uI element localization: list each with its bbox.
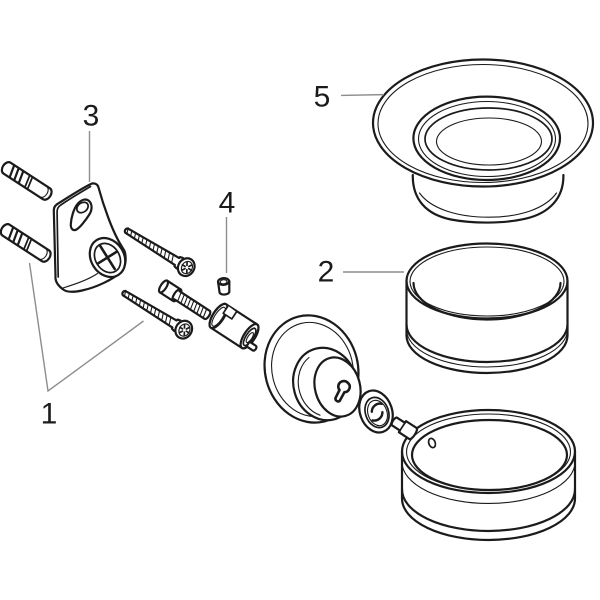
wall-anchor-bottom (0, 223, 52, 263)
bracket-socket (88, 236, 127, 279)
threaded-rod (157, 279, 212, 321)
screw-top (123, 227, 196, 278)
wall-anchor-top (0, 161, 53, 201)
ring-drain-hole (427, 437, 437, 449)
holder-ring (400, 408, 577, 542)
label-part-1: 1 (41, 398, 58, 431)
keyhole-cutout (334, 379, 351, 403)
label-part-5: 5 (314, 81, 331, 114)
mount-barrel (208, 302, 260, 350)
leader-line-1 (28, 262, 144, 393)
escutcheon (263, 314, 362, 424)
cap-part-4 (216, 277, 231, 296)
label-part-4: 4 (219, 187, 236, 220)
label-part-2: 2 (318, 256, 335, 289)
screw-bottom (121, 289, 194, 340)
part-labels: 1 2 3 4 5 (41, 81, 335, 431)
bracket-hole (69, 198, 93, 232)
wall-bracket (52, 182, 127, 293)
barrel-pin (245, 340, 258, 352)
label-part-3: 3 (83, 100, 100, 133)
parts-lineart (0, 58, 595, 542)
soap-dish (371, 58, 595, 224)
washer (358, 389, 394, 434)
mounting-ring (405, 242, 569, 375)
leader-line-5 (340, 93, 385, 97)
fixing-pin (390, 416, 419, 441)
leader-lines (28, 93, 404, 393)
barrel-slot (222, 305, 238, 320)
